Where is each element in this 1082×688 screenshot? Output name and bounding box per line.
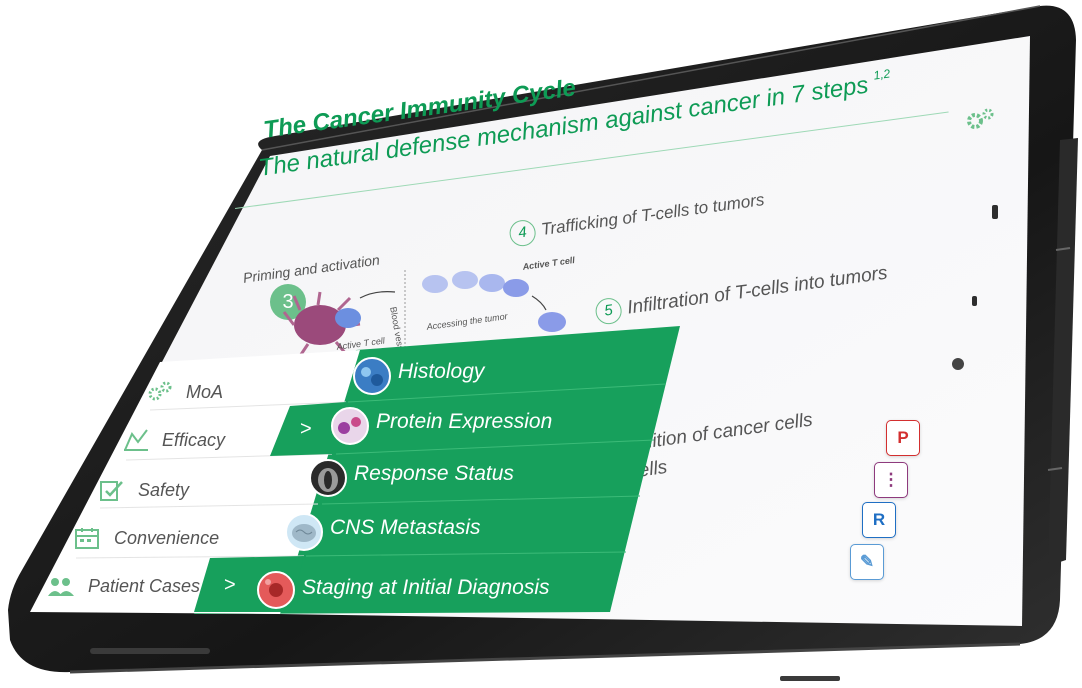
chevron-right-icon: > (224, 574, 236, 596)
cycle-diagram (282, 270, 566, 360)
menu-item-efficacy-label: Efficacy (162, 430, 226, 450)
histology-thumb-icon (353, 357, 391, 395)
people-icon (48, 578, 74, 596)
menu-item-efficacy[interactable]: Efficacy (122, 428, 225, 457)
chart-icon (124, 429, 148, 451)
xray-thumb-icon (309, 459, 347, 497)
submenu-item-cns-metastasis-label: CNS Metastasis (330, 516, 481, 539)
submenu-item-protein-expression[interactable]: Protein Expression (330, 406, 552, 451)
protein-thumb-icon (331, 407, 369, 445)
gears-icon[interactable] (964, 106, 998, 132)
cell-thumb-icon (257, 571, 295, 609)
menu-item-moa[interactable]: MoA (146, 380, 223, 409)
submenu-item-cns-metastasis[interactable]: CNS Metastasis (284, 512, 481, 557)
p-button[interactable]: P (886, 420, 920, 456)
r-button[interactable]: R (862, 502, 896, 538)
menu-item-safety-label: Safety (138, 480, 190, 500)
submenu-item-protein-expression-label: Protein Expression (376, 410, 553, 433)
gears-icon (148, 381, 172, 401)
pen-button[interactable]: ✎ (850, 544, 884, 580)
dendritic-cell (282, 291, 361, 357)
menu-item-safety[interactable]: Safety (98, 478, 189, 507)
menu-item-patient-cases[interactable]: Patient Cases (46, 574, 200, 603)
submenu-item-histology-label: Histology (398, 360, 485, 383)
submenu-item-staging[interactable]: Staging at Initial Diagnosis (256, 570, 549, 615)
calendar-icon (75, 528, 99, 549)
menu-item-convenience-label: Convenience (114, 528, 220, 548)
chevron-right-icon: > (300, 418, 312, 440)
checklist-icon (100, 481, 123, 501)
menu-item-convenience[interactable]: Convenience (74, 526, 219, 555)
menu-item-patient-cases-label: Patient Cases (88, 576, 201, 596)
submenu-item-response-status-label: Response Status (354, 462, 514, 485)
brain-thumb-icon (285, 513, 323, 551)
submenu-item-response-status[interactable]: Response Status (308, 458, 514, 503)
t-cells (422, 271, 566, 332)
submenu-item-histology[interactable]: Histology (352, 356, 484, 401)
submenu-item-staging-label: Staging at Initial Diagnosis (302, 576, 550, 599)
menu-item-moa-label: MoA (186, 382, 224, 402)
more-button[interactable]: ⋮ (874, 462, 908, 498)
